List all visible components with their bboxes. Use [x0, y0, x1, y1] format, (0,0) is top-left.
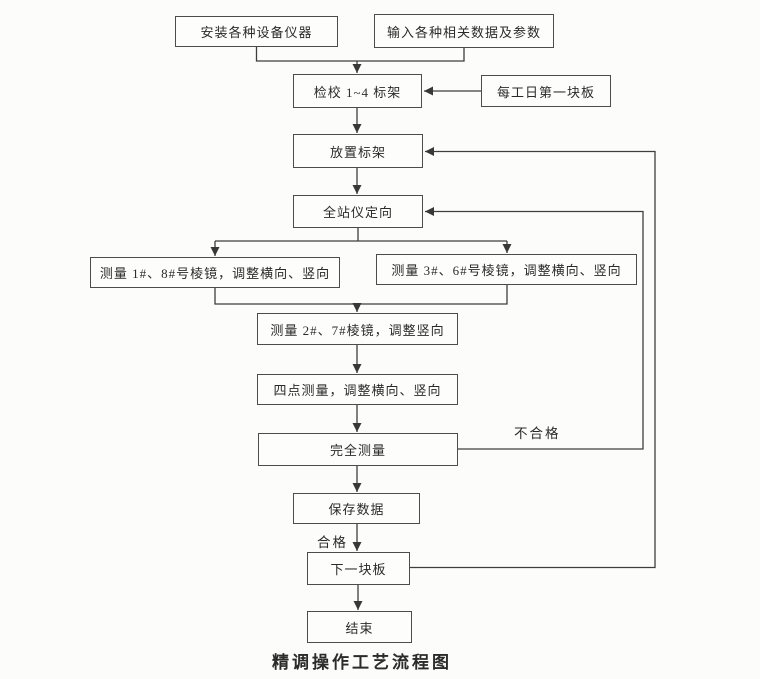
flow-node-four-point-measure: 四点测量，调整横向、竖向 [257, 374, 458, 405]
flow-node-check-frames: 检校 1~4 标架 [293, 74, 422, 108]
flow-node-total-station-orientation: 全站仪定向 [293, 195, 423, 228]
flow-node-input-parameters: 输入各种相关数据及参数 [374, 14, 554, 48]
flow-node-measure-prisms-1-8: 测量 1#、8#号棱镜，调整横向、竖向 [90, 257, 340, 288]
edge-label-fail: 不合格 [514, 426, 561, 441]
flow-node-next-board: 下一块板 [307, 552, 410, 585]
edge-nextboard-loop [410, 147, 656, 569]
flow-node-end: 结束 [307, 611, 412, 643]
edge-top-merge [255, 47, 465, 62]
edge-orient-split [215, 228, 507, 242]
flow-node-save-data: 保存数据 [293, 493, 420, 524]
flow-node-measure-prisms-2-7: 测量 2#、7#棱镜，调整竖向 [257, 313, 458, 345]
flow-node-first-board-daily: 每工日第一块板 [481, 75, 611, 107]
edge-label-pass: 合格 [317, 535, 348, 550]
flow-node-install-equipment: 安装各种设备仪器 [175, 16, 338, 47]
diagram-caption: 精调操作工艺流程图 [272, 653, 452, 672]
flow-node-place-frame: 放置标架 [293, 134, 423, 168]
flow-node-measure-prisms-3-6: 测量 3#、6#号棱镜，调整横向、竖向 [376, 254, 637, 285]
flow-node-complete-measure: 完全测量 [258, 433, 458, 466]
